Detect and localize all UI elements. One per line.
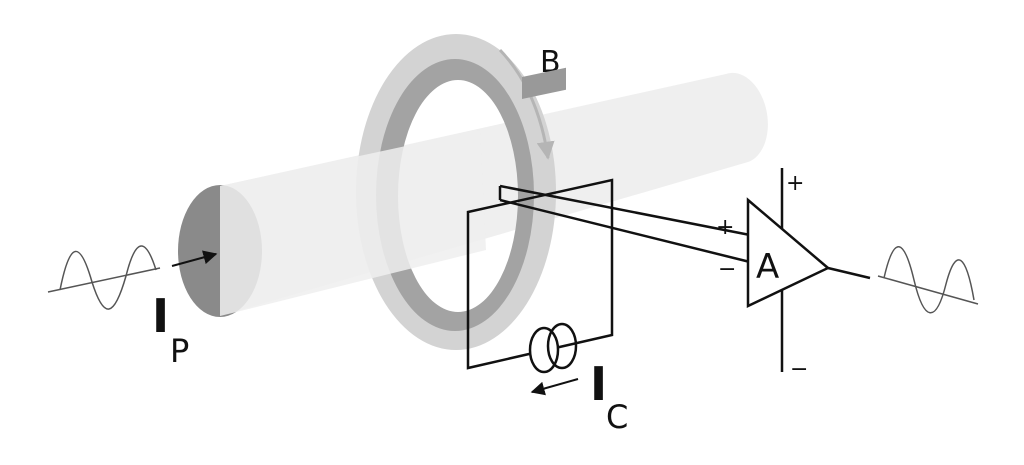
output-sine-wave-icon <box>877 246 979 314</box>
compensation-current-symbol: I <box>590 357 607 411</box>
sensor-lead-top <box>499 184 751 237</box>
sensor-chip <box>522 67 566 100</box>
current-source-icon <box>528 322 578 374</box>
compensation-current-subscript: C <box>606 398 628 436</box>
sensor-lead-bottom <box>499 198 751 264</box>
primary-current-subscript: P <box>170 332 189 370</box>
amplifier: A + − + − <box>716 168 871 382</box>
input-minus-label: − <box>718 257 736 282</box>
amplifier-output <box>827 266 871 280</box>
input-plus-label: + <box>716 215 734 240</box>
amplifier-triangle <box>746 197 831 308</box>
primary-current-symbol: I <box>152 289 169 343</box>
hall-sensor <box>466 67 751 370</box>
input-sine-wave-icon <box>47 245 161 310</box>
compensation-current-arrow <box>530 378 579 396</box>
primary-current-arrow <box>171 250 218 267</box>
supply-minus-label: − <box>790 357 808 382</box>
conductor-front-segment <box>220 130 486 316</box>
magnetic-core <box>356 34 556 350</box>
supply-plus-label: + <box>786 171 804 196</box>
hall-sensor-plate <box>466 178 614 370</box>
amplifier-label: A <box>756 247 779 287</box>
